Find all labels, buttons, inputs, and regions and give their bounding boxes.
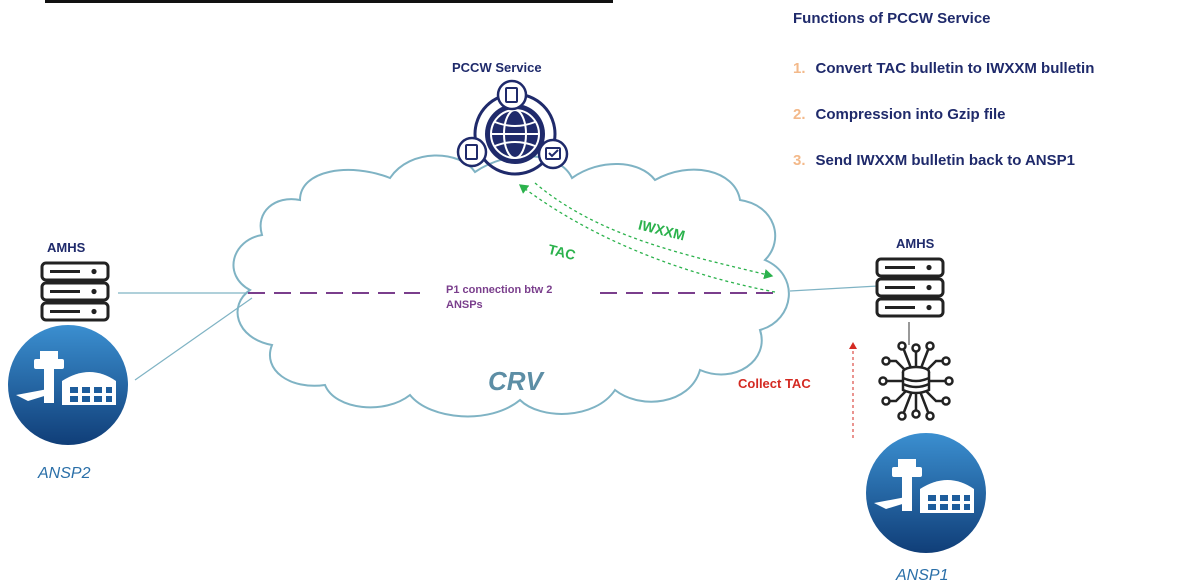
function-number-1: 1. [793, 60, 806, 77]
ansp1-airport-icon [866, 433, 986, 553]
ansp2-label: ANSP2 [38, 465, 91, 482]
function-number-3: 3. [793, 152, 806, 169]
ansp2-airport-icon [8, 325, 128, 445]
pccw-service-label: PCCW Service [452, 60, 542, 75]
function-number-2: 2. [793, 106, 806, 123]
top-rule [45, 0, 613, 3]
pccw-service-icon [456, 79, 569, 176]
right-link-line [789, 285, 879, 292]
amhs-right-label: AMHS [896, 236, 935, 251]
collect-tac-label: Collect TAC [738, 376, 811, 391]
ansp1-label: ANSP1 [896, 567, 949, 584]
iwxxm-flow-arrow [534, 182, 774, 280]
function-item-1: 1. Convert TAC bulletin to IWXXM bulletin [793, 60, 1094, 77]
function-item-2: 2. Compression into Gzip file [793, 106, 1006, 123]
left-link-diagonal [134, 297, 253, 381]
p1-connection-line1: P1 connection btw 2 [446, 284, 553, 296]
function-text-3: Send IWXXM bulletin back to ANSP1 [815, 152, 1075, 169]
tac-flow-arrow [518, 184, 776, 293]
amhs-server-left-icon [40, 261, 110, 322]
amhs-left-label: AMHS [47, 240, 86, 255]
function-text-1: Convert TAC bulletin to IWXXM bulletin [815, 60, 1095, 77]
crv-label: CRV [488, 366, 543, 396]
data-hub-icon [878, 341, 954, 421]
functions-title: Functions of PCCW Service [793, 10, 991, 27]
p1-connection-label: P1 connection btw 2 ANSPs [446, 283, 552, 313]
function-text-2: Compression into Gzip file [815, 106, 1006, 123]
amhs-server-right-icon [875, 257, 945, 318]
function-item-3: 3. Send IWXXM bulletin back to ANSP1 [793, 152, 1075, 169]
p1-connection-line2: ANSPs [446, 299, 483, 311]
